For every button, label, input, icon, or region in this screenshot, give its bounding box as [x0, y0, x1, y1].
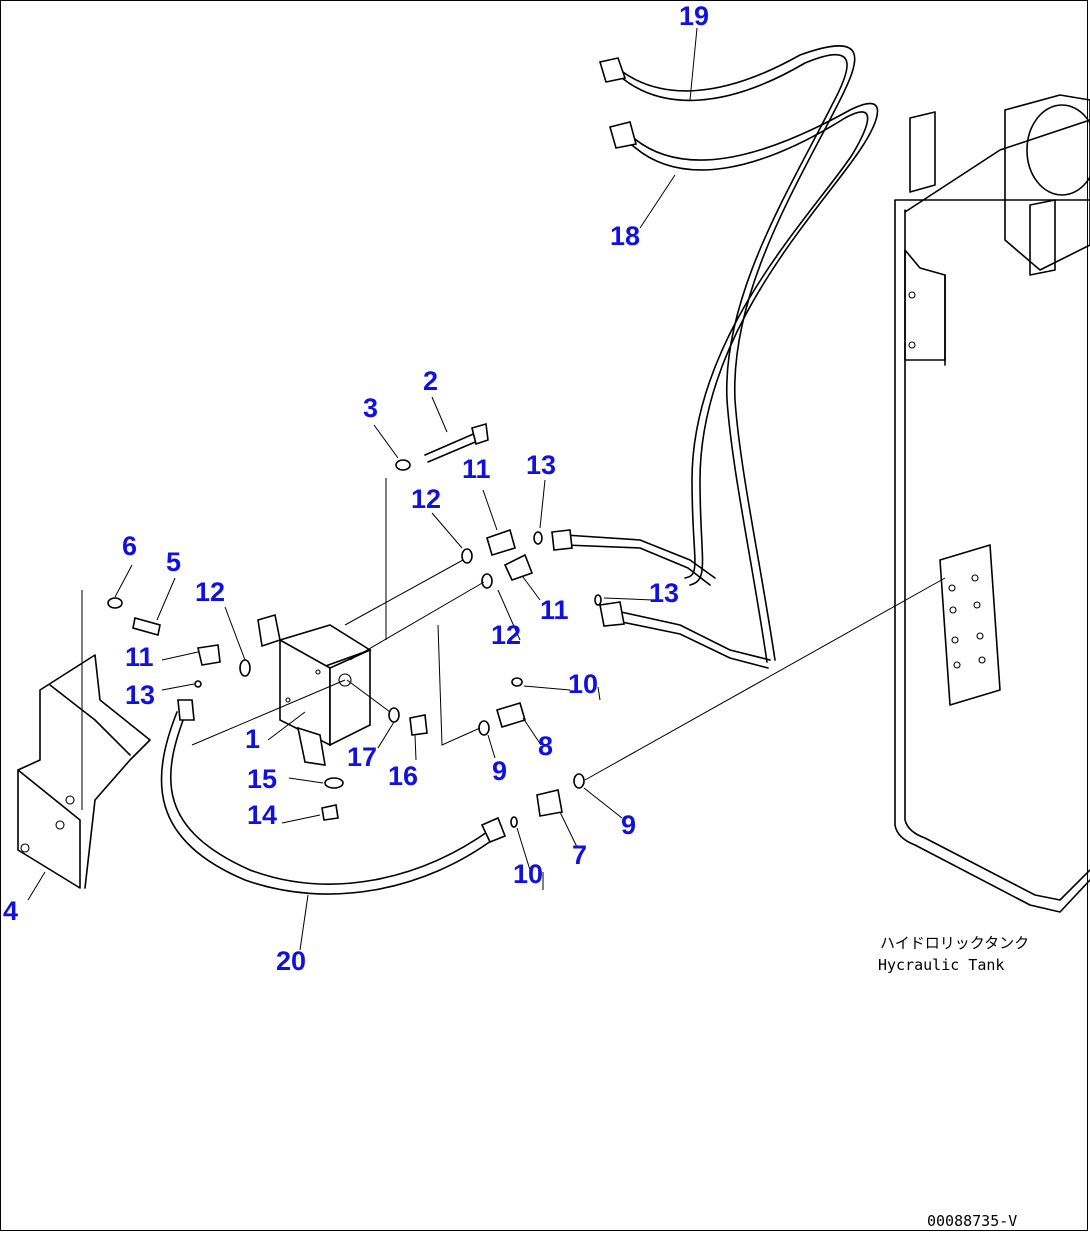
callout-16: 16: [388, 761, 419, 791]
hydraulic-tank: [894, 94, 1090, 913]
callout-2: 2: [423, 366, 439, 396]
callout-14: 14: [247, 800, 278, 830]
hose-19: [598, 45, 856, 663]
valve-block: [257, 613, 372, 766]
callout-10a: 10: [568, 669, 599, 699]
callout-19: 19: [679, 1, 710, 31]
callout-13a: 13: [526, 450, 557, 480]
callout-4: 4: [3, 896, 19, 926]
callout-9b: 9: [621, 810, 637, 840]
callout-17: 17: [347, 742, 378, 772]
callout-13c: 13: [125, 680, 156, 710]
leader-lines: [27, 27, 946, 951]
callout-13b: 13: [649, 578, 680, 608]
drawing-number: 00088735-V: [927, 1212, 1018, 1230]
small-parts: [107, 422, 602, 828]
callout-11a: 11: [462, 454, 491, 484]
callout-12a: 12: [411, 484, 442, 514]
tank-label-jp: ハイドロリックタンク: [880, 934, 1030, 952]
callout-20: 20: [276, 946, 307, 976]
callout-5: 5: [166, 547, 182, 577]
callout-9a: 9: [492, 756, 508, 786]
callout-12b: 12: [195, 577, 226, 607]
callout-3: 3: [363, 393, 379, 423]
hose-18: [609, 102, 879, 586]
hose-upper-right: [551, 529, 771, 669]
callout-7: 7: [572, 840, 588, 870]
callout-6: 6: [122, 531, 138, 561]
callout-10b: 10: [513, 859, 544, 889]
callout-8: 8: [538, 731, 554, 761]
tank-label-en: Hycraulic Tank: [878, 956, 1005, 974]
callout-12c: 12: [491, 620, 522, 650]
callout-15: 15: [247, 764, 278, 794]
callout-11c: 11: [125, 642, 154, 672]
hose-20: [160, 699, 507, 895]
bracket: [17, 654, 151, 889]
callout-18: 18: [610, 221, 641, 251]
callout-11b: 11: [540, 595, 569, 625]
callout-1: 1: [245, 724, 261, 754]
